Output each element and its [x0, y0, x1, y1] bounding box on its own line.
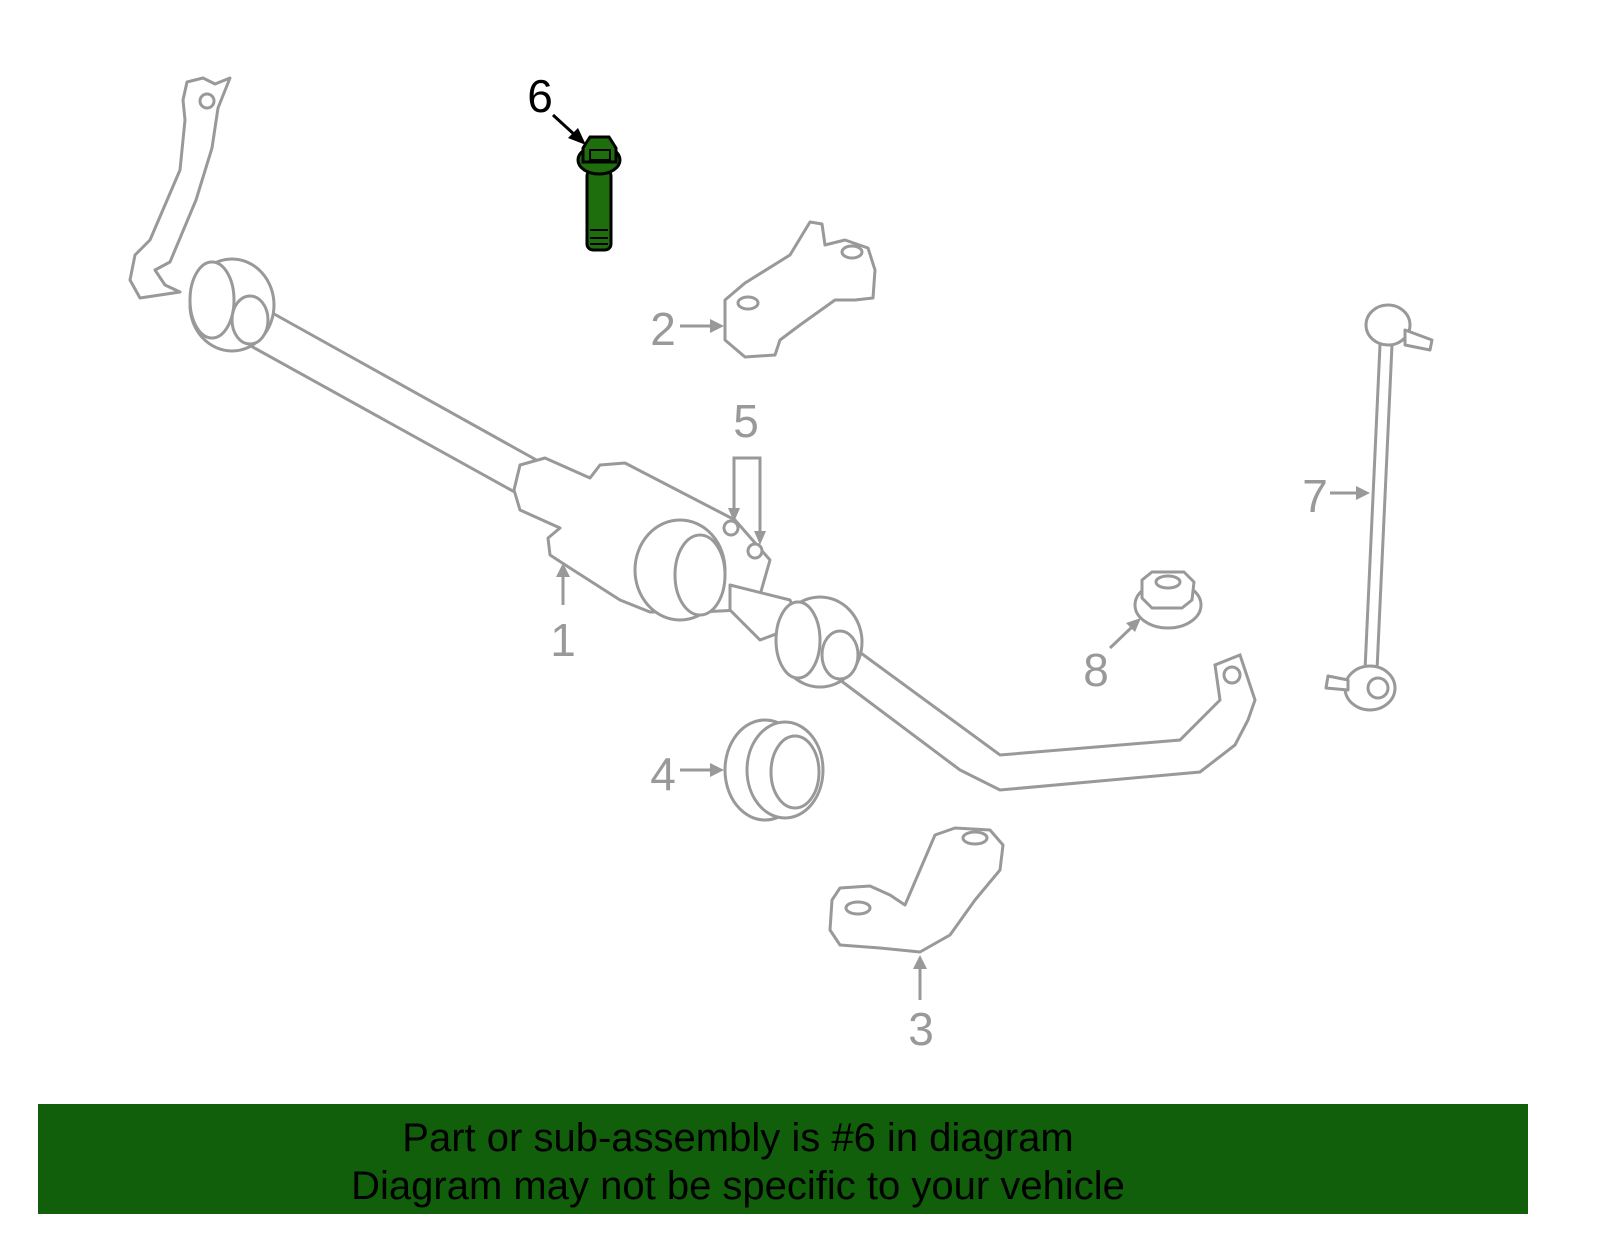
- callout-2[interactable]: 2: [650, 303, 676, 355]
- nut[interactable]: [1133, 570, 1203, 630]
- info-banner: Part or sub-assembly is #6 in diagram Di…: [38, 1104, 1528, 1214]
- bracket-lower[interactable]: [828, 826, 1005, 954]
- callout-1[interactable]: 1: [550, 614, 576, 666]
- callout-8[interactable]: 8: [1083, 644, 1109, 696]
- callout-4[interactable]: 4: [650, 748, 676, 800]
- callout-3[interactable]: 3: [908, 1003, 934, 1055]
- bracket-upper[interactable]: [723, 220, 877, 359]
- banner-line-2: Diagram may not be specific to your vehi…: [351, 1164, 1125, 1208]
- stabilizer-link[interactable]: [1324, 303, 1434, 712]
- bushing-left: [188, 257, 276, 353]
- banner-line-1: Part or sub-assembly is #6 in diagram: [402, 1116, 1074, 1160]
- bushing-right: [774, 595, 864, 689]
- leader-arrows: [551, 113, 1370, 1000]
- bushing[interactable]: [723, 718, 825, 822]
- callout-7[interactable]: 7: [1302, 470, 1328, 522]
- bolt-highlighted[interactable]: [576, 135, 622, 252]
- callout-6[interactable]: 6: [527, 70, 553, 122]
- callout-5[interactable]: 5: [733, 395, 759, 447]
- stabilizer-bar[interactable]: [128, 76, 1257, 792]
